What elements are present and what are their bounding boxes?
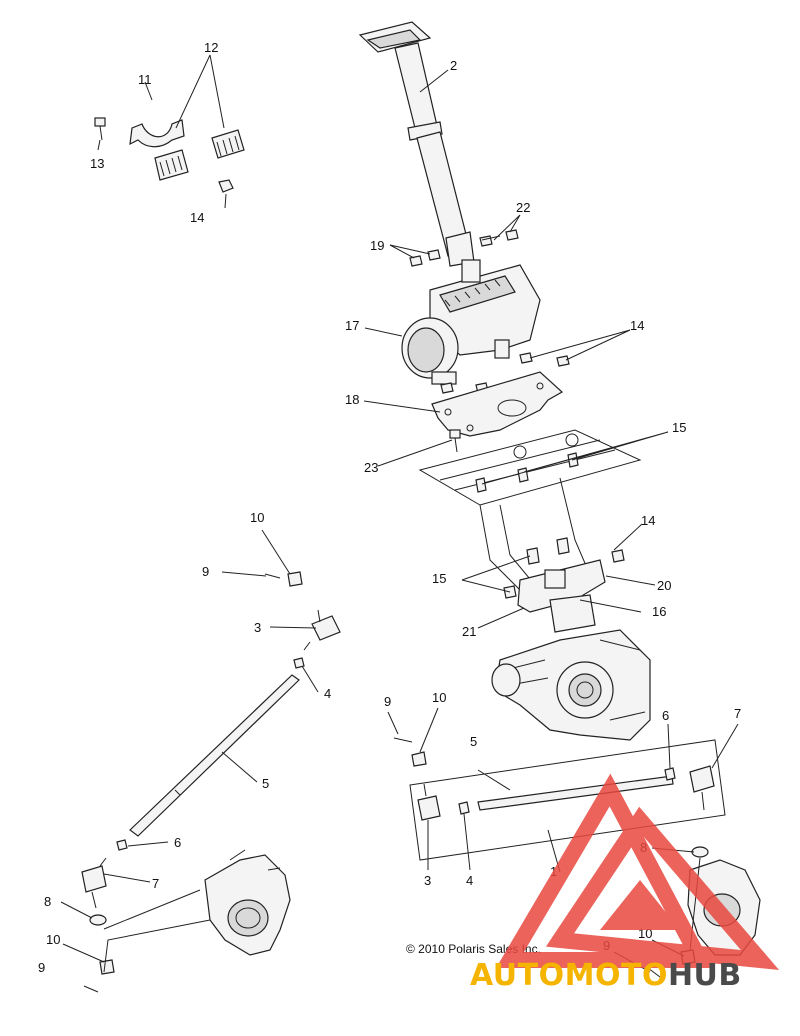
bolt-13 <box>94 117 106 141</box>
bushing-right <box>211 129 245 159</box>
callout-10-right-upper: 10 <box>432 690 446 705</box>
callout-5-right: 5 <box>470 734 477 749</box>
washer-8-right <box>691 846 709 858</box>
bushing-left <box>154 149 189 181</box>
callout-10-left-lower: 10 <box>46 932 60 947</box>
tie-rod-end-3-right <box>417 783 441 821</box>
watermark-logo-icon <box>496 773 780 970</box>
right-tie-rod <box>477 775 674 811</box>
watermark-brand-part2: HUB <box>668 958 742 993</box>
watermark-brand: AUTOMOTOHUB <box>470 958 742 993</box>
cotter-pin-9-right-lower <box>647 967 665 981</box>
callout-20: 20 <box>657 578 671 593</box>
callout-4-right: 4 <box>466 873 473 888</box>
watermark-brand-part1: AUTOMOTO <box>470 958 668 993</box>
left-tie-rod <box>129 674 300 837</box>
callout-5-left: 5 <box>262 776 269 791</box>
clamp-bracket <box>129 119 185 148</box>
jam-nut-4-right <box>458 801 470 815</box>
callout-16: 16 <box>652 604 666 619</box>
callout-11: 11 <box>138 72 152 87</box>
eps-unit <box>401 259 541 385</box>
tie-rod-end-3-left <box>303 609 341 651</box>
callout-15-bracket: 15 <box>432 571 446 586</box>
leader-lines <box>60 54 739 973</box>
cotter-pin-9-left-lower <box>83 985 99 993</box>
front-gearcase <box>491 629 651 741</box>
callout-6-right: 6 <box>662 708 669 723</box>
callout-19: 19 <box>370 238 384 253</box>
steering-column-shaft <box>358 21 475 267</box>
cotter-pin-9-right-upper <box>393 737 413 743</box>
callout-23: 23 <box>364 460 378 475</box>
callout-6-left: 6 <box>174 835 181 850</box>
callout-7-right: 7 <box>734 706 741 721</box>
jam-nut-6-left <box>116 839 128 851</box>
callout-2: 2 <box>450 58 457 73</box>
eps-fasteners <box>409 229 570 394</box>
callout-4-left: 4 <box>324 686 331 701</box>
kit-outline <box>409 739 726 861</box>
cotter-pin-9-left-upper <box>264 573 281 579</box>
callout-10-left-upper: 10 <box>250 510 264 525</box>
callout-3-right: 3 <box>424 873 431 888</box>
callout-13: 13 <box>90 156 104 171</box>
frame-section <box>418 429 642 599</box>
callout-12: 12 <box>204 40 218 55</box>
left-knuckle <box>204 849 291 956</box>
nut-14-top <box>218 179 234 193</box>
callout-8-left: 8 <box>44 894 51 909</box>
callout-15-frame: 15 <box>672 420 686 435</box>
castle-nut-10-left-upper <box>287 571 303 587</box>
mounting-plate <box>431 371 564 437</box>
callout-21: 21 <box>462 624 476 639</box>
jam-nut-4-left <box>293 657 305 669</box>
bolt-23 <box>449 429 461 453</box>
bracket-assembly <box>517 559 606 633</box>
callout-9-left-lower: 9 <box>38 960 45 975</box>
callout-9-right-upper: 9 <box>384 694 391 709</box>
callout-14-top: 14 <box>190 210 204 225</box>
callout-9-left-upper: 9 <box>202 564 209 579</box>
tie-rod-end-7-right <box>689 765 715 811</box>
washer-8-left <box>89 914 107 926</box>
callout-7-left: 7 <box>152 876 159 891</box>
callout-22: 22 <box>516 200 530 215</box>
callout-14-eps: 14 <box>630 318 644 333</box>
callout-14-bracket: 14 <box>641 513 655 528</box>
callout-3-left: 3 <box>254 620 261 635</box>
tie-rod-end-7-left <box>81 857 107 909</box>
callout-17: 17 <box>345 318 359 333</box>
castle-nut-10-right-upper <box>411 751 427 767</box>
jam-nut-6-right <box>664 767 676 781</box>
castle-nut-10-left-lower <box>99 959 115 975</box>
callout-18: 18 <box>345 392 359 407</box>
